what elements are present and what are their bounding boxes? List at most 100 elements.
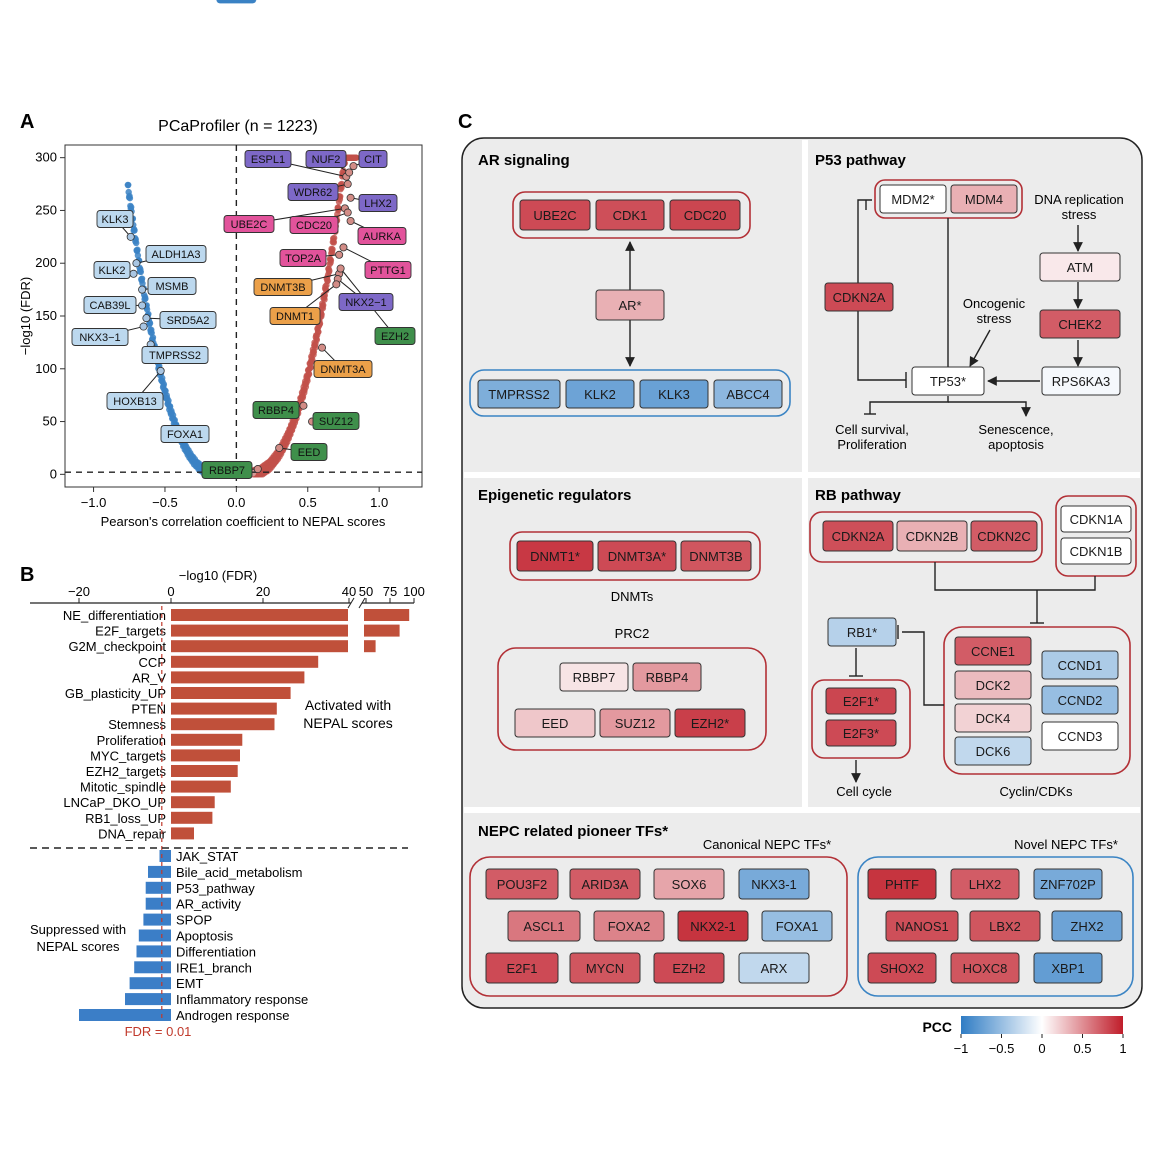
gene-box-label: RB1*: [847, 625, 877, 640]
gene-label-box: [269, 307, 321, 325]
gene-box-label: CCNE1: [971, 644, 1015, 659]
gene-box-label: RBBP4: [646, 670, 689, 685]
gene-box-arx: [738, 952, 810, 984]
bar-activated: [171, 765, 238, 777]
gene-label-text: PTTG1: [370, 265, 405, 277]
pathway-connectors: [625, 199, 1096, 783]
bar-category-label: Stemness: [108, 717, 166, 732]
gene-box-label: DNMT3B: [689, 549, 742, 564]
panel-label-b: B: [20, 564, 34, 586]
labeled-gene-point: [318, 343, 327, 352]
volcano-point: [125, 181, 132, 189]
volcano-x-tick-label: 1.0: [370, 495, 388, 510]
gene-label-text: SUZ12: [319, 416, 353, 428]
gene-box-label: SOX6: [672, 877, 707, 892]
volcano-point: [329, 246, 336, 253]
gene-label-text: DNMT3B: [260, 282, 305, 294]
gene-label-box: [93, 261, 131, 279]
pcc-legend-title: PCC: [922, 1019, 952, 1035]
gene-box-znf702p: [1033, 868, 1103, 900]
bar-activated: [171, 749, 240, 762]
gene-label-box: [223, 215, 275, 233]
labeled-gene-point: [345, 168, 354, 177]
gene-label-box: [252, 401, 300, 419]
labeled-gene-point: [126, 232, 135, 241]
gene-label-box: [244, 150, 292, 168]
gene-box-label: MDM2*: [891, 192, 934, 207]
gene-label-text: KLK2: [99, 265, 126, 277]
edge-tp53-to-senescence: [948, 401, 1031, 417]
gene-box-label: ASCL1: [523, 919, 564, 934]
pathway-diagram: AR signaling P53 pathway Epigenetic regu…: [461, 137, 1143, 1056]
bar-category-label: SPOP: [176, 913, 212, 928]
volcano-point: [353, 154, 360, 161]
gene-label-text: KLK3: [102, 214, 129, 226]
gene-label-text: ESPL1: [251, 154, 285, 166]
bar-activated: [171, 624, 348, 637]
gene-label-text: EED: [298, 447, 321, 459]
labeled-gene-point: [336, 264, 345, 273]
bar-axis-tick-label: 40: [342, 584, 356, 599]
gene-label-text: CDC20: [296, 220, 332, 232]
gene-label-text: AURKA: [363, 231, 402, 243]
gene-label-text: DNMT1: [276, 311, 314, 323]
gene-label-text: SRD5A2: [167, 315, 210, 327]
volcano-y-tick-label: 0: [50, 466, 57, 481]
gene-label-box: [312, 412, 360, 430]
gene-label-box: [160, 425, 210, 443]
bar-category-label: LNCaP_DKO_UP: [63, 795, 166, 810]
gene-label-box: [358, 150, 388, 168]
gene-box-dck4: [954, 703, 1032, 733]
text-cell-survival-2: Proliferation: [837, 437, 906, 452]
text-cyclin-cdks: Cyclin/CDKs: [1000, 784, 1073, 799]
group-cdkn2: [809, 511, 1043, 563]
labeled-gene-point: [253, 465, 262, 474]
gene-box-label: CDC20: [684, 208, 727, 223]
text-senescence-2: apoptosis: [988, 437, 1044, 452]
bar-category-label: DNA_repair: [98, 826, 167, 841]
gene-box-label: CDKN2A: [833, 290, 886, 305]
bar-suppressed: [145, 897, 171, 910]
bar-suppressed: [129, 977, 171, 990]
labeled-gene-point: [132, 259, 141, 268]
volcano-point: [249, 0, 257, 4]
gene-box-klk2: [565, 379, 635, 409]
gene-box-ccnd2: [1041, 685, 1119, 715]
gene-box-klk3: [639, 379, 709, 409]
gene-label-box: [141, 346, 209, 364]
gene-box-label: CCND1: [1058, 658, 1103, 673]
bar-category-label: Proliferation: [97, 733, 166, 748]
gene-box-abcc4: [713, 379, 783, 409]
group-ar-targets-up: [512, 191, 751, 239]
gene-box-rps6ka3: [1041, 366, 1121, 396]
volcano-point: [309, 356, 316, 363]
volcano-y-tick-label: 300: [35, 150, 57, 165]
gene-box-label: DCK2: [976, 678, 1011, 693]
gene-box-e2f3: [825, 719, 897, 747]
labeled-gene-point: [299, 401, 308, 410]
gene-box-dnmt3b: [680, 540, 752, 572]
volcano-point: [324, 277, 331, 285]
gene-label-box: [253, 278, 313, 296]
labeled-gene-point: [139, 322, 148, 331]
gene-box-dnmt1: [516, 540, 594, 572]
gene-box-ar: [595, 289, 665, 321]
bar-axis-tick-label: 20: [256, 584, 270, 599]
gene-box-label: ARID3A: [582, 877, 629, 892]
bar-activated-overflow: [364, 609, 410, 621]
gene-label-box: [106, 392, 164, 410]
bar-suppressed: [138, 929, 171, 942]
volcano-point: [139, 280, 146, 287]
gene-box-lhx2: [950, 868, 1020, 900]
gene-box-atm: [1039, 252, 1121, 282]
gene-box-label: CDKN1A: [1070, 512, 1123, 527]
bar-x-label: −log10 (FDR): [179, 568, 257, 583]
section-title-nepc: NEPC related pioneer TFs*: [478, 823, 668, 840]
volcano-point: [304, 377, 311, 385]
labeled-gene-point: [138, 285, 147, 294]
